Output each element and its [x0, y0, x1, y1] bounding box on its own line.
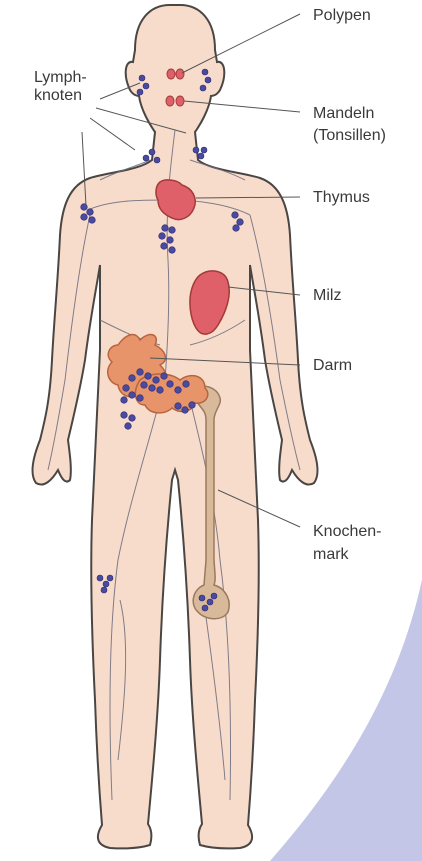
label-lymphknoten-line2: knoten: [34, 86, 82, 105]
label-knochenmark-line1: Knochen-: [313, 522, 382, 541]
label-mandeln-line2: (Tonsillen): [313, 126, 386, 145]
label-polypen: Polypen: [313, 6, 371, 25]
label-knochenmark-line2: mark: [313, 545, 349, 564]
label-lymphknoten-line1: Lymph-: [34, 68, 87, 87]
decorative-blue-arc: [270, 580, 422, 861]
label-thymus: Thymus: [313, 188, 370, 207]
label-darm: Darm: [313, 356, 352, 375]
label-mandeln-line1: Mandeln: [313, 104, 374, 123]
label-milz: Milz: [313, 286, 341, 305]
